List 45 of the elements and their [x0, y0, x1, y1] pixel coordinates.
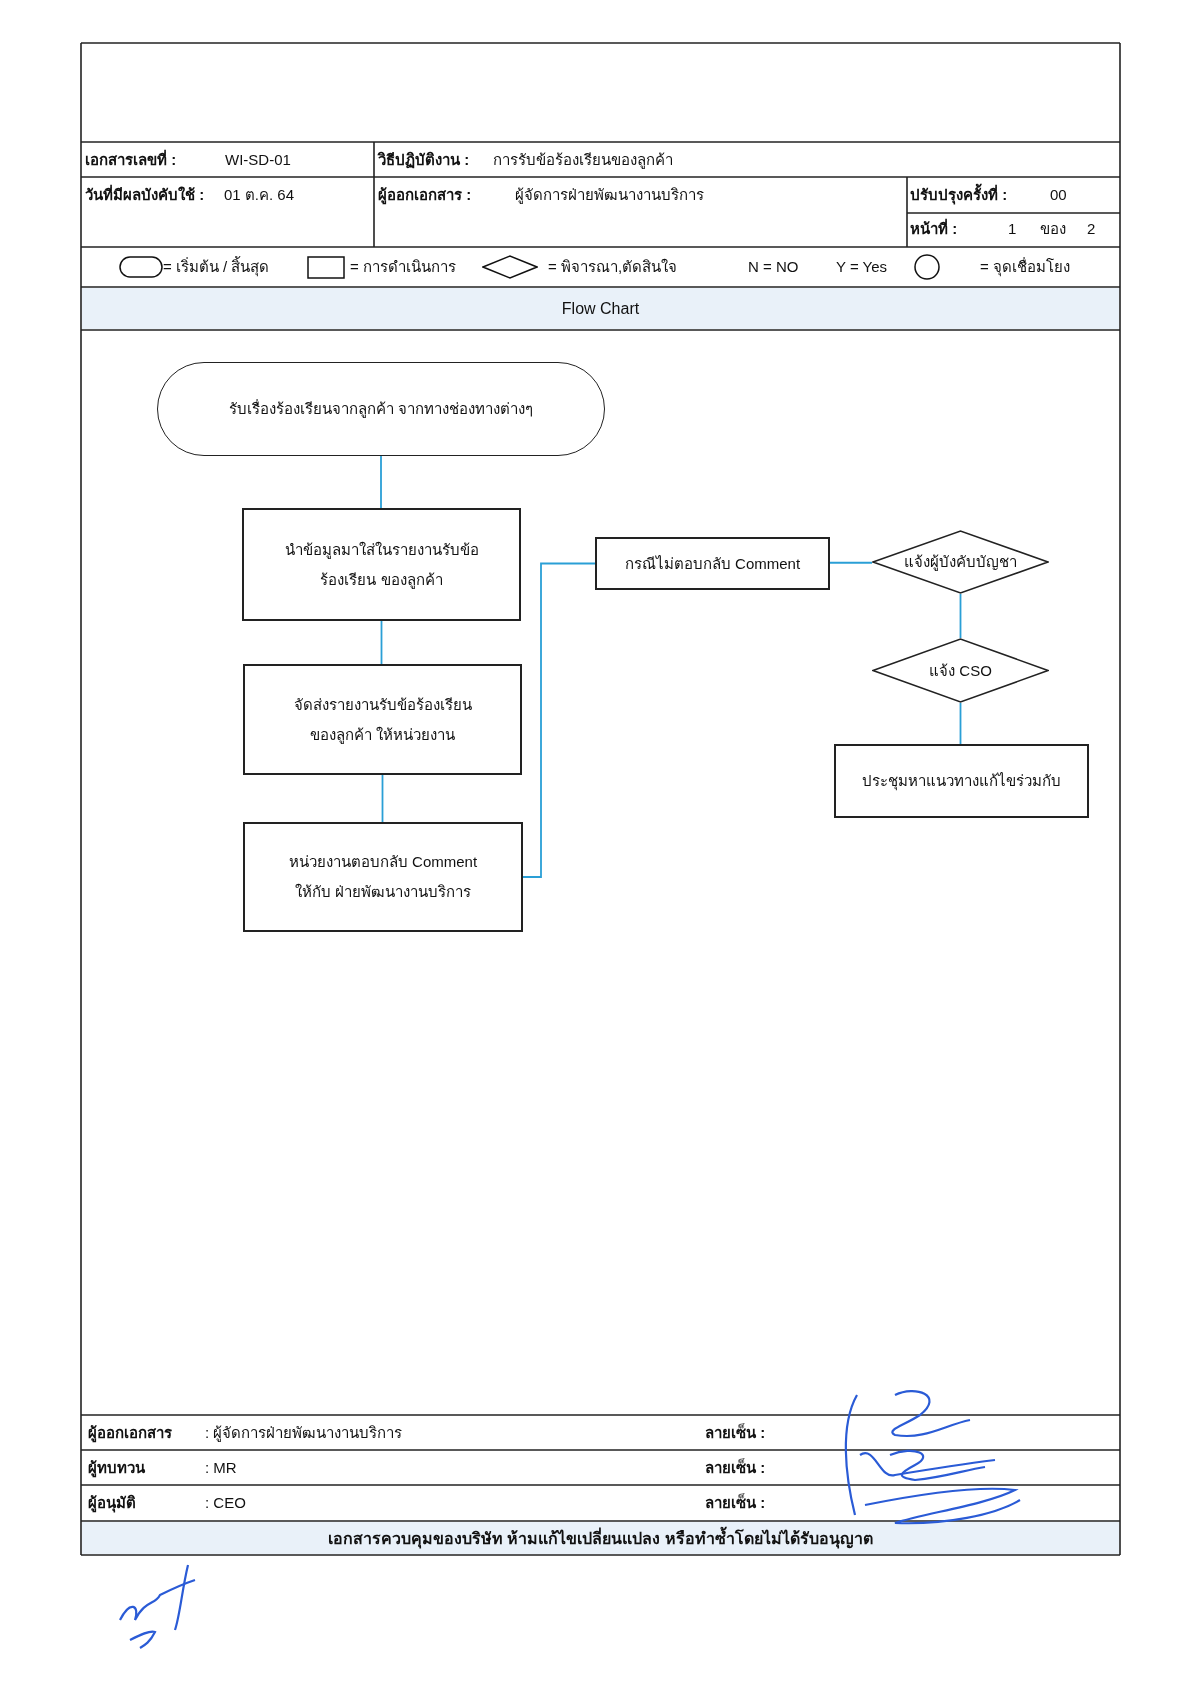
- decision-diamond: แจ้ง CSO: [872, 638, 1049, 703]
- field-label: เอกสารเลขที่ :: [85, 150, 177, 170]
- process-box: จัดส่งรายงานรับข้อร้องเรียนของลูกค้า ให้หน่วยงาน: [243, 664, 522, 775]
- connector-line: [380, 620, 383, 665]
- field-value: 1: [1008, 219, 1017, 239]
- field-label: วิธีปฏิบัติงาน :: [378, 150, 470, 170]
- field-label: ผู้ทบทวน: [88, 1458, 145, 1478]
- connector-line: [959, 593, 962, 639]
- process-box: นำข้อมูลมาใส่ในรายงานรับข้อร้องเรียน ของลูกค้า: [242, 508, 521, 621]
- field-value: 2: [1087, 219, 1096, 239]
- legend-text: = เริ่มต้น / สิ้นสุด: [163, 257, 270, 277]
- field-value: ของ: [1040, 219, 1066, 239]
- field-label: ลายเซ็น :: [705, 1423, 766, 1443]
- field-value: : MR: [205, 1458, 237, 1478]
- connector-line: [522, 562, 596, 878]
- field-label: ปรับปรุงครั้งที่ :: [910, 185, 1008, 205]
- legend-text: = การดำเนินการ: [350, 257, 456, 277]
- field-label: ผู้ออกเอกสาร: [88, 1423, 172, 1443]
- title-band: Flow Chart: [82, 288, 1119, 329]
- legend-text: = พิจารณา,ตัดสินใจ: [548, 257, 678, 277]
- connector-line: [381, 774, 384, 823]
- decision-diamond: แจ้งผู้บังคับบัญชา: [872, 530, 1049, 594]
- field-label: ผู้อนุมัติ: [88, 1493, 136, 1513]
- legend-text: Y = Yes: [836, 257, 888, 277]
- field-value: ผู้จัดการฝ่ายพัฒนางานบริการ: [515, 185, 704, 205]
- process-box: หน่วยงานตอบกลับ Comment ให้กับ ฝ่ายพัฒนางานบริการ: [243, 822, 523, 932]
- field-label: วันที่มีผลบังคับใช้ :: [85, 185, 205, 205]
- process-box: กรณีไม่ตอบกลับ Comment: [595, 537, 830, 590]
- field-label: ลายเซ็น :: [705, 1458, 766, 1478]
- field-label: ผู้ออกเอกสาร :: [378, 185, 472, 205]
- field-value: 00: [1050, 185, 1067, 205]
- field-value: : CEO: [205, 1493, 246, 1513]
- field-label: ลายเซ็น :: [705, 1493, 766, 1513]
- process-box: ประชุมหาแนวทางแก้ไขร่วมกับ: [834, 744, 1089, 818]
- field-value: 01 ต.ค. 64: [224, 185, 295, 205]
- connector-line: [959, 702, 962, 745]
- field-value: : ผู้จัดการฝ่ายพัฒนางานบริการ: [205, 1423, 403, 1443]
- legend-text: = จุดเชื่อมโยง: [980, 257, 1070, 277]
- field-value: การรับข้อร้องเรียนของลูกค้า: [493, 150, 673, 170]
- footer-note: เอกสารควบคุมของบริษัท ห้ามแก้ไขเปลี่ยนแปลง หรือทำซ้ำโดยไม่ได้รับอนุญาต: [82, 1522, 1119, 1554]
- field-label: หน้าที่ :: [910, 219, 958, 239]
- field-value: WI-SD-01: [225, 150, 291, 170]
- legend-text: N = NO: [748, 257, 799, 277]
- connector-line: [380, 455, 382, 509]
- connector-line: [829, 561, 873, 564]
